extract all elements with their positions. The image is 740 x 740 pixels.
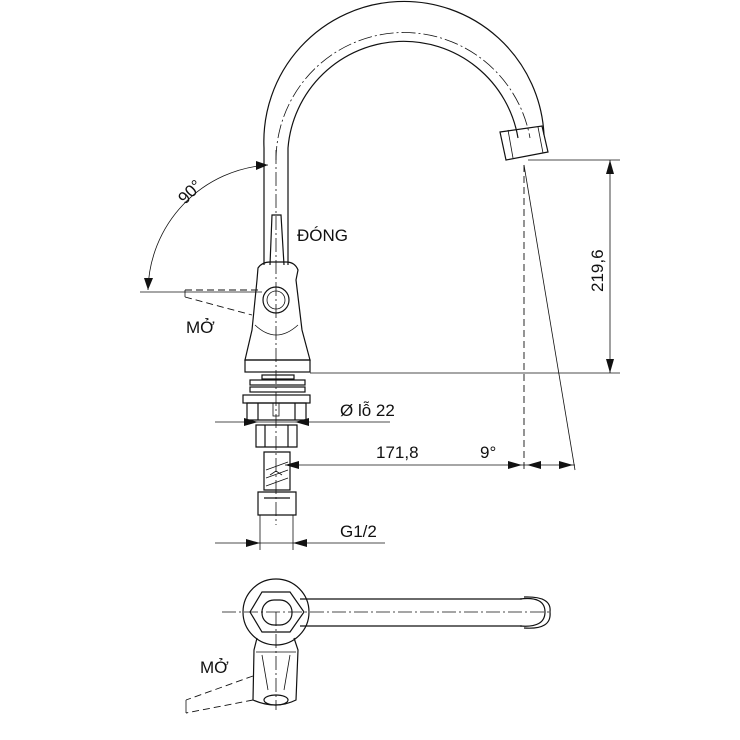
reach-label: 171,8 <box>376 443 419 462</box>
angle-label: 90° <box>174 176 206 208</box>
angle-dimension: 90° ĐÓNG MỞ <box>140 161 348 337</box>
spout <box>263 0 549 525</box>
thread-dimension: G1/2 <box>215 515 385 550</box>
thread-label: G1/2 <box>340 522 377 541</box>
open-label: MỞ <box>186 318 215 337</box>
hole-label: Ø lỗ 22 <box>340 401 395 420</box>
handle-body <box>242 214 311 516</box>
height-dimension: 219,6 <box>310 159 620 374</box>
top-view: MỞ <box>185 578 551 714</box>
height-label: 219,6 <box>588 249 607 292</box>
hole-dimension: Ø lỗ 22 <box>215 401 395 426</box>
open-label-top-view: MỞ <box>200 658 229 677</box>
tilt-label: 9° <box>480 443 496 462</box>
reach-dimension: 171,8 9° <box>285 164 576 471</box>
closed-label: ĐÓNG <box>297 226 348 245</box>
